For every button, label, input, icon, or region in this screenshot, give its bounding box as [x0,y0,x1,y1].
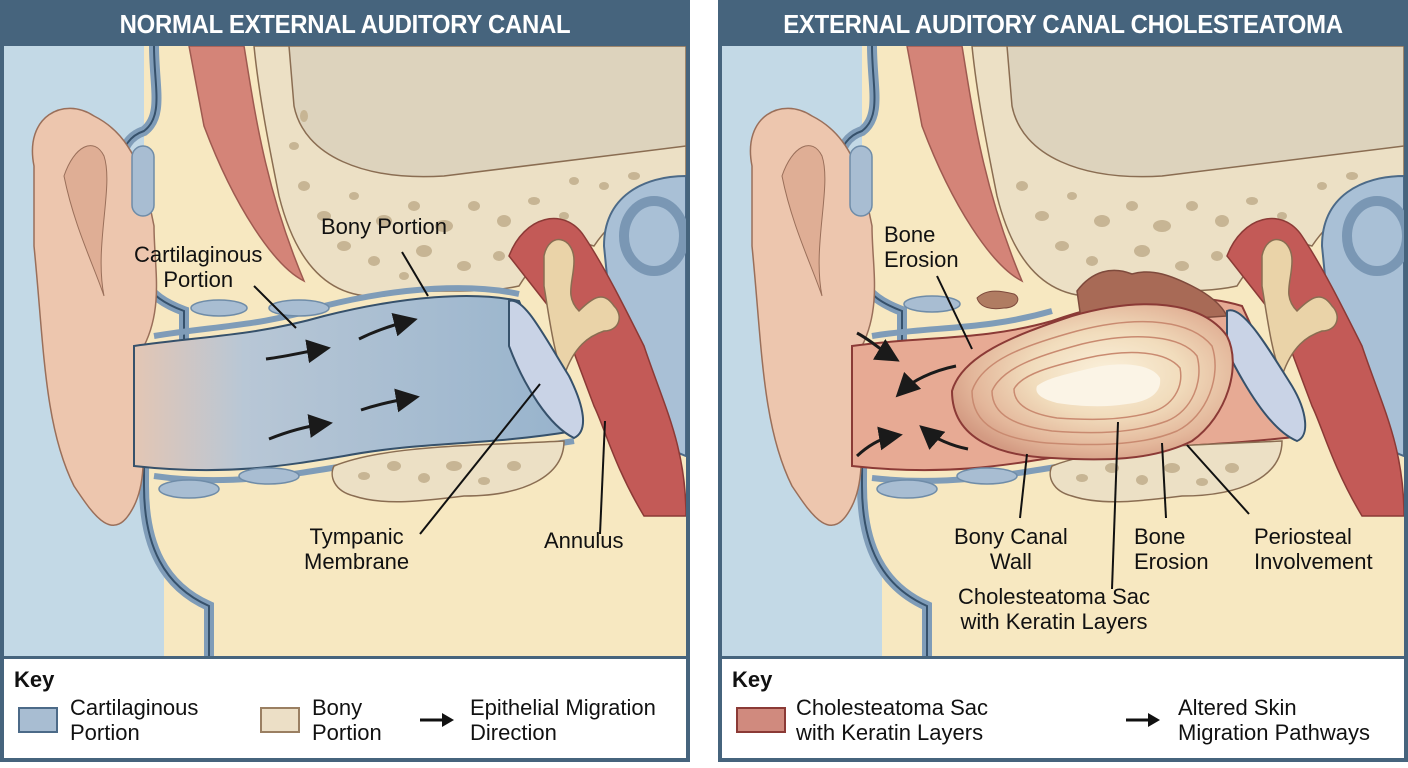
migration-arrow-icon [358,312,418,341]
keratin-layers [971,320,1216,446]
altered-migration-arrows [855,331,969,458]
label-line: with Keratin Layers [960,609,1148,634]
arrow-right-icon [1126,713,1160,727]
migration-arrow-icon [265,339,331,364]
label-tympanic-membrane: Tympanic Membrane [304,524,409,574]
label-line: Bone [884,222,936,247]
label-line: Portion [163,267,234,292]
label-line: Membrane [304,549,410,574]
normal-canal-illustration: Cartilaginous Portion Bony Portion Tympa… [4,46,686,656]
label-cartilaginous-portion: Cartilaginous Portion [134,242,262,292]
cartilage-islands [131,145,330,499]
label-cholesteatoma-sac: Cholesteatoma Sac with Keratin Layers [958,584,1150,634]
arrow-right-icon [420,713,454,727]
label-line: Erosion [884,247,959,272]
legend-item-cholesteatoma: Cholesteatoma Sac with Keratin Layers [796,695,988,745]
legend-text: Bony [312,695,363,720]
legend: Key Cholesteatoma Sac with Keratin Layer… [722,659,1404,758]
label-bony-canal-wall: Bony Canal Wall [954,524,1068,574]
migration-arrows [265,312,420,441]
label-line: Tympanic [309,524,404,549]
label-bony-portion: Bony Portion [321,214,447,239]
legend-text: Direction [470,720,557,745]
lower-bone [331,440,565,503]
label-line: Involvement [1254,549,1373,574]
migration-arrow-icon [268,414,333,441]
migration-arrow-icon [856,331,900,362]
bone-swatch [260,707,300,733]
label-bone-erosion-top: Bone Erosion [884,222,959,272]
legend-text: Migration Pathways [1178,720,1370,745]
tympanic-membrane [508,299,585,440]
label-line: Erosion [1134,549,1209,574]
legend: Key Cartilaginous Portion Bony Portion E… [4,659,686,758]
migration-arrow-icon [855,426,903,458]
legend-text: Cartilaginous [70,695,199,720]
cholesteatoma-panel: EXTERNAL AUDITORY CANAL CHOLESTEATOMA [718,0,1408,762]
legend-item-altered-migration: Altered Skin Migration Pathways [1178,695,1370,745]
migration-arrow-icon [919,425,969,451]
label-periosteal-involvement: Periosteal Involvement [1254,524,1373,574]
cholesteatoma-illustration: Bone Erosion Bony Canal Wall Bone Erosio… [722,46,1404,656]
legend-title: Key [732,667,773,692]
label-line: Bony Canal [954,524,1068,549]
label-bone-erosion-bottom: Bone Erosion [1134,524,1209,574]
legend-text: with Keratin Layers [796,720,984,745]
label-line: Wall [989,549,1032,574]
muscle [906,46,1024,283]
bone-pores [289,110,640,280]
normal-canal-panel: NORMAL EXTERNAL AUDITORY CANAL [0,0,690,762]
leader-lines [253,251,606,535]
cholesteatoma-ear-svg [722,46,1404,656]
cartilage-swatch [18,707,58,733]
label-annulus: Annulus [544,528,624,553]
normal-ear-svg [4,46,686,656]
panel-title: EXTERNAL AUDITORY CANAL CHOLESTEATOMA [783,9,1343,39]
label-line: Periosteal [1254,524,1352,549]
legend-item-bony: Bony Portion [312,695,382,745]
legend-item-migration: Epithelial Migration Direction [470,695,656,745]
label-line: Bone [1134,524,1186,549]
keratin-core [1036,364,1161,407]
bone-fragment [976,290,1019,310]
legend-text: Epithelial Migration [470,695,656,720]
legend-text: Portion [312,720,382,745]
cranial-cavity [1006,46,1404,178]
migration-arrow-icon [360,388,420,413]
legend-text: Portion [70,720,140,745]
legend-item-cartilaginous: Cartilaginous Portion [70,695,198,745]
migration-arrow-icon [895,364,957,398]
cholesteatoma-swatch [736,707,786,733]
legend-title: Key [14,667,55,692]
panel-title: NORMAL EXTERNAL AUDITORY CANAL [119,9,571,39]
cranial-cavity [288,46,686,178]
legend-text: Altered Skin [1178,695,1297,720]
legend-text: Cholesteatoma Sac [796,695,988,720]
label-line: Cartilaginous [134,242,263,267]
bone-pores [1016,172,1358,271]
label-line: Cholesteatoma Sac [958,584,1150,609]
muscle [188,46,306,283]
tympanic-membrane [1226,309,1307,443]
